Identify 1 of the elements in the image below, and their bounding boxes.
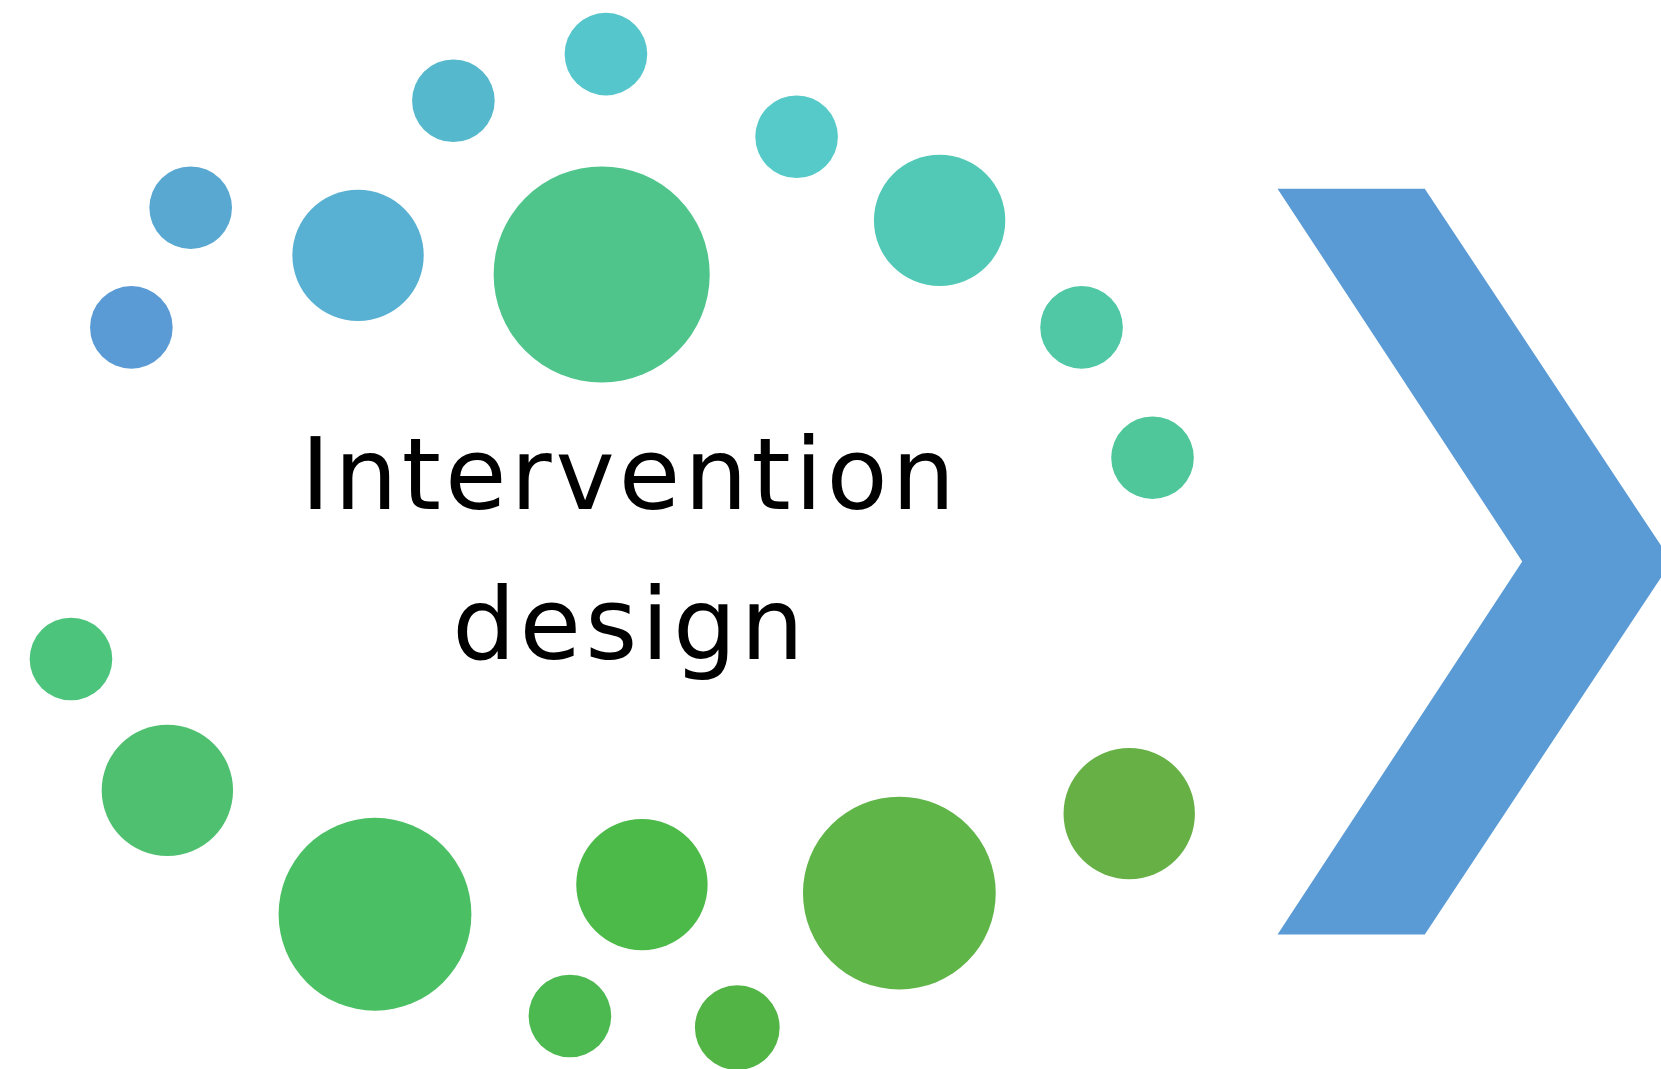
center-text: Intervention design xyxy=(299,415,961,685)
